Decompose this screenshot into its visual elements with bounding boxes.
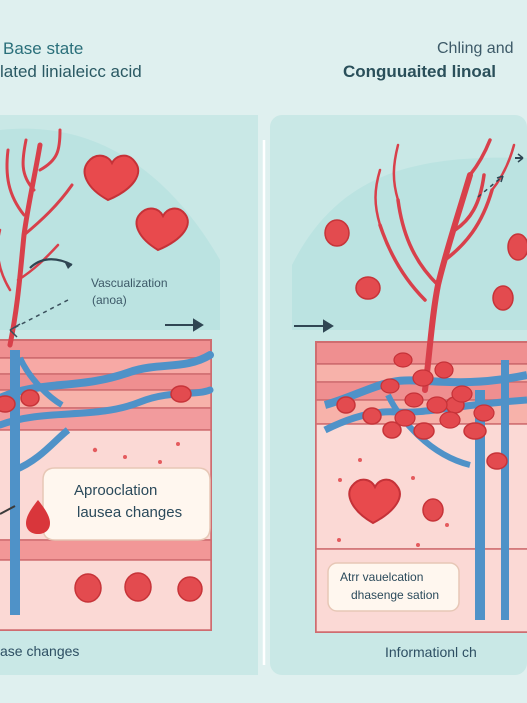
- left-title-line1: Base state: [3, 39, 84, 58]
- cell-cluster: [380, 352, 495, 429]
- left-dome: [0, 128, 220, 330]
- arrow-icon-right-top: [477, 153, 524, 198]
- curly-arrow-head: [64, 261, 72, 269]
- left-callout-line1: Aprooclation: [74, 482, 158, 499]
- right-callout-line2: dhasenge sation: [351, 588, 440, 602]
- arrow-icon-left-down: [9, 299, 69, 338]
- right-footer: Informationl ch: [385, 644, 477, 660]
- arrow-icon-left-right: [165, 318, 204, 332]
- left-callout-arrow: [0, 505, 16, 515]
- right-title-line2: Conguuaited linoal: [343, 62, 496, 81]
- arrow-icon-middle: [294, 319, 334, 333]
- left-footer: ase changes: [0, 643, 80, 659]
- right-title-line1: Chling and: [437, 40, 514, 57]
- left-tree: [0, 128, 74, 348]
- heart-icon-3: [348, 478, 401, 525]
- right-tree: [374, 138, 516, 393]
- decor-dots: [92, 442, 449, 547]
- left-callout-line2: lausea changes: [77, 504, 183, 521]
- right-callout-line1: Atrr vauelcation: [340, 570, 424, 584]
- heart-icon-1: [83, 154, 140, 202]
- right-callout-shape: [327, 562, 460, 612]
- left-callout-shape: [42, 467, 211, 541]
- vascularization-sublabel: (anoa): [92, 293, 127, 307]
- heart-icon-2: [135, 207, 189, 252]
- left-title-line2: lated linialeicc acid: [0, 62, 142, 81]
- blood-drop-icon: [26, 500, 50, 534]
- vascularization-label: Vascualization: [91, 276, 168, 290]
